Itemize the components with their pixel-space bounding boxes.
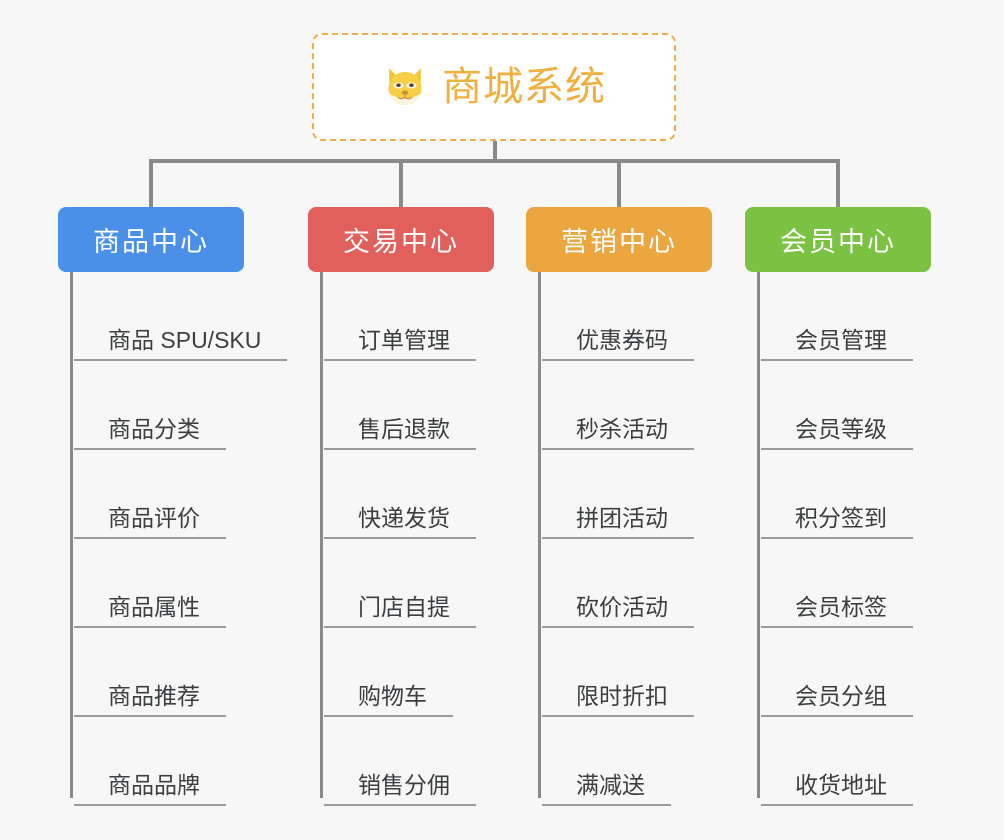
connector-horizontal-bus [149, 159, 840, 163]
leaf-item[interactable]: 商品分类 [72, 361, 244, 450]
leaf-label: 会员标签 [795, 593, 887, 620]
leaf-item[interactable]: 限时折扣 [540, 628, 712, 717]
connector-drop-3 [617, 159, 621, 207]
leaf-item[interactable]: 销售分佣 [322, 717, 494, 806]
leaf-item[interactable]: 商品品牌 [72, 717, 244, 806]
shiba-dog-face-icon [382, 64, 428, 110]
category-label: 营销中心 [561, 227, 677, 257]
category-label: 会员中心 [780, 227, 896, 257]
leaf-item[interactable]: 门店自提 [322, 539, 494, 628]
connector-root-stem [493, 141, 497, 163]
leaf-rail [538, 272, 541, 798]
leaf-label: 商品推荐 [108, 682, 200, 709]
leaf-item[interactable]: 优惠券码 [540, 272, 712, 361]
leaf-list-marketing-center: 优惠券码 秒杀活动 拼团活动 砍价活动 限时折扣 满减送 [538, 272, 712, 806]
leaf-label: 商品评价 [108, 504, 200, 531]
leaf-list-member-center: 会员管理 会员等级 积分签到 会员标签 会员分组 收货地址 [757, 272, 931, 806]
leaf-label: 门店自提 [358, 593, 450, 620]
leaf-rail [757, 272, 760, 798]
leaf-item[interactable]: 满减送 [540, 717, 712, 806]
category-label: 商品中心 [93, 227, 209, 257]
leaf-item[interactable]: 拼团活动 [540, 450, 712, 539]
leaf-item[interactable]: 商品评价 [72, 450, 244, 539]
category-header-product-center[interactable]: 商品中心 [58, 207, 244, 272]
leaf-label: 会员管理 [795, 326, 887, 353]
leaf-label: 秒杀活动 [576, 415, 668, 442]
leaf-list-product-center: 商品 SPU/SKU 商品分类 商品评价 商品属性 商品推荐 商品品牌 [70, 272, 288, 806]
leaf-label: 商品 SPU/SKU [108, 326, 262, 353]
leaf-label: 限时折扣 [576, 682, 668, 709]
leaf-item[interactable]: 售后退款 [322, 361, 494, 450]
leaf-label: 拼团活动 [576, 504, 668, 531]
category-header-marketing-center[interactable]: 营销中心 [526, 207, 712, 272]
leaf-label: 快递发货 [358, 504, 450, 531]
column-member-center: 会员中心 会员管理 会员等级 积分签到 会员标签 会员分组 收货地址 [745, 207, 931, 806]
leaf-label: 购物车 [358, 682, 427, 709]
leaf-label: 售后退款 [358, 415, 450, 442]
leaf-label: 会员分组 [795, 682, 887, 709]
column-marketing-center: 营销中心 优惠券码 秒杀活动 拼团活动 砍价活动 限时折扣 满减送 [526, 207, 712, 806]
category-label: 交易中心 [343, 227, 459, 257]
leaf-label: 销售分佣 [358, 771, 450, 798]
leaf-item[interactable]: 会员等级 [759, 361, 931, 450]
leaf-item[interactable]: 订单管理 [322, 272, 494, 361]
leaf-label: 会员等级 [795, 415, 887, 442]
column-trade-center: 交易中心 订单管理 售后退款 快递发货 门店自提 购物车 销售分佣 [308, 207, 494, 806]
leaf-item[interactable]: 商品属性 [72, 539, 244, 628]
leaf-item[interactable]: 砍价活动 [540, 539, 712, 628]
leaf-label: 满减送 [576, 771, 645, 798]
leaf-rail [320, 272, 323, 798]
leaf-list-trade-center: 订单管理 售后退款 快递发货 门店自提 购物车 销售分佣 [320, 272, 494, 806]
leaf-label: 商品属性 [108, 593, 200, 620]
leaf-label: 优惠券码 [576, 326, 668, 353]
connector-drop-2 [399, 159, 403, 207]
leaf-item[interactable]: 会员分组 [759, 628, 931, 717]
leaf-item[interactable]: 商品推荐 [72, 628, 244, 717]
leaf-label: 收货地址 [795, 771, 887, 798]
leaf-item[interactable]: 商品 SPU/SKU [72, 272, 288, 361]
column-product-center: 商品中心 商品 SPU/SKU 商品分类 商品评价 商品属性 商品推荐 商品品牌 [58, 207, 288, 806]
category-header-trade-center[interactable]: 交易中心 [308, 207, 494, 272]
leaf-label: 商品分类 [108, 415, 200, 442]
root-node[interactable]: 商城系统 [312, 33, 676, 141]
category-header-member-center[interactable]: 会员中心 [745, 207, 931, 272]
leaf-label: 砍价活动 [576, 593, 668, 620]
connector-drop-1 [149, 159, 153, 207]
leaf-label: 商品品牌 [108, 771, 200, 798]
leaf-item[interactable]: 收货地址 [759, 717, 931, 806]
leaf-item[interactable]: 快递发货 [322, 450, 494, 539]
leaf-item[interactable]: 购物车 [322, 628, 494, 717]
leaf-label: 订单管理 [358, 326, 450, 353]
root-title: 商城系统 [442, 65, 606, 109]
leaf-item[interactable]: 秒杀活动 [540, 361, 712, 450]
leaf-item[interactable]: 会员标签 [759, 539, 931, 628]
connector-drop-4 [836, 159, 840, 207]
leaf-item[interactable]: 积分签到 [759, 450, 931, 539]
leaf-rail [70, 272, 73, 798]
leaf-label: 积分签到 [795, 504, 887, 531]
leaf-item[interactable]: 会员管理 [759, 272, 931, 361]
